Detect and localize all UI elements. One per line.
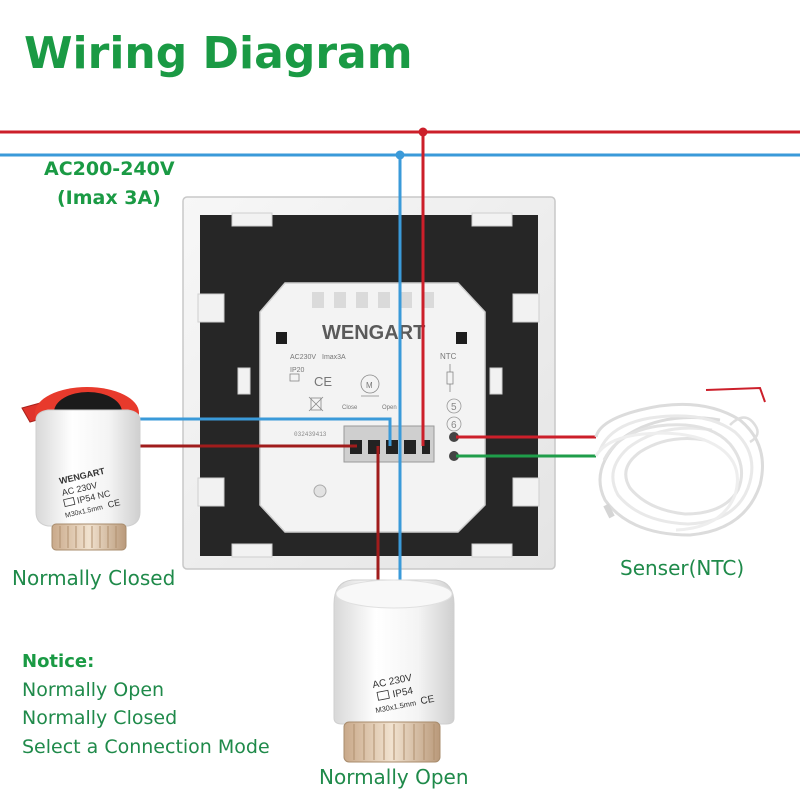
weee-icon [308, 396, 324, 412]
thermostat: WENGART AC230V Imax3A IP20 CE NTC M Clos… [182, 196, 556, 570]
ntc-marker: NTC [440, 352, 457, 361]
supply-current: (Imax 3A) [57, 187, 161, 209]
reset-button-icon [313, 484, 327, 498]
serial-number: 032439413 [294, 431, 327, 438]
notice-line: Normally Open [22, 679, 165, 701]
normally-open-label: Normally Open [319, 765, 469, 789]
nc-ce: CE [107, 497, 121, 510]
terminal-open-label: Open [382, 405, 397, 411]
ntc-symbol [446, 364, 454, 392]
nc-neutral-wire [137, 417, 392, 446]
rating-voltage: AC230V [290, 354, 316, 361]
sensor-label: Senser(NTC) [620, 556, 745, 580]
thermostat-brand: WENGART [322, 322, 425, 344]
thermostat-ce: CE [314, 374, 332, 389]
rating-ip: IP20 [290, 367, 305, 374]
ntc-sensor-cable [594, 386, 766, 537]
no-ce: CE [420, 694, 436, 708]
actuator-normally-open: AC 230V IP54 M30x1.5mm CE [333, 579, 455, 763]
motor-symbol [360, 374, 380, 397]
diagram-title: Wiring Diagram [24, 28, 413, 79]
mount-clips [197, 212, 540, 558]
notice-line: Normally Closed [22, 707, 178, 729]
motor-symbol-letter: M [366, 381, 373, 390]
normally-closed-label: Normally Closed [12, 566, 176, 590]
actuator-normally-closed: WENGART AC 230V IP54 NC M30x1.5mm CE [21, 387, 141, 551]
terminal-6-label: 6 [451, 420, 457, 431]
live-junction [418, 127, 428, 137]
module-ribs [312, 292, 434, 308]
terminal-close-label: Close [342, 405, 358, 411]
supply-voltage: AC200-240V [44, 158, 175, 180]
thermostat-module [259, 282, 486, 533]
no-spec: IP54 [392, 686, 415, 701]
rating-current: Imax3A [322, 354, 346, 361]
notice-line: Select a Connection Mode [22, 736, 270, 758]
neutral-junction [395, 150, 405, 160]
notice-title: Notice: [22, 651, 95, 672]
terminal-5-label: 5 [451, 402, 457, 413]
